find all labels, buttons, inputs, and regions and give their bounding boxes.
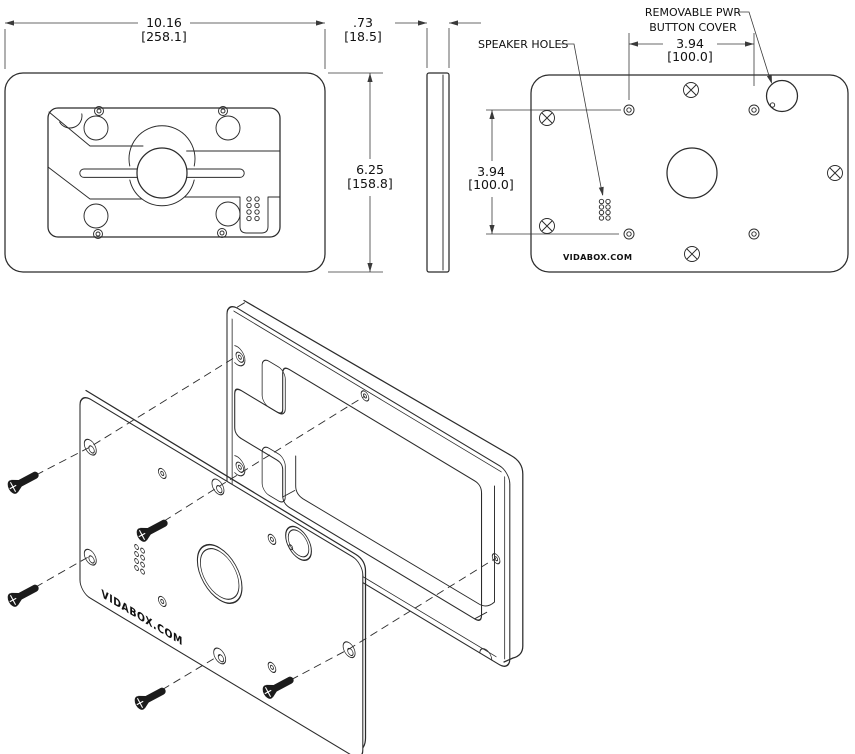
callout-pwr-button-cover: REMOVABLE PWR BUTTON COVER: [645, 6, 772, 84]
screw: [262, 676, 294, 699]
plate-pwr-hole: [285, 525, 312, 561]
enclosure-cable-notch: [479, 648, 493, 661]
dim-spacing-v-in: 3.94: [477, 164, 505, 179]
dim-height-in: 6.25: [356, 162, 384, 177]
plate-vesa-rings: [158, 467, 277, 673]
screw: [134, 687, 166, 710]
back-camera-hole: [666, 147, 718, 199]
front-screw-rings: [93, 106, 228, 239]
exploded-enclosure: [226, 299, 524, 667]
front-standoffs: [59, 113, 241, 229]
dim-spacing-v-mm: [100.0]: [468, 177, 514, 192]
dim-width-in: 10.16: [146, 15, 182, 30]
back-screws: [539, 82, 843, 262]
enclosure-depth-silhouette: [237, 299, 524, 663]
dim-height-mm: [158.8]: [347, 176, 393, 191]
enclosure-face: [226, 305, 511, 667]
dimension-depth: .73 [18.5]: [344, 15, 481, 68]
dim-depth-mm: [18.5]: [344, 29, 382, 44]
enclosure-screw-bosses: [235, 351, 501, 565]
plate-speaker-holes: [134, 543, 145, 575]
dimension-hole-spacing-horizontal: 3.94 [100.0]: [628, 33, 755, 100]
screw: [7, 471, 39, 494]
front-view: [4, 72, 326, 273]
mounting-screws: [7, 471, 294, 710]
front-outer-outline: [4, 72, 326, 273]
brand-text-back: VIDABOX.COM: [563, 252, 632, 262]
back-vesa-holes: [623, 104, 760, 240]
front-camera-boss: [79, 125, 245, 207]
dim-spacing-h-in: 3.94: [676, 36, 704, 51]
dim-depth-in: .73: [353, 15, 373, 30]
front-speaker-holes: [246, 196, 260, 222]
back-view: VIDABOX.COM: [530, 74, 849, 273]
back-pwr-button-cover: [765, 79, 799, 113]
dimension-height: 6.25 [158.8]: [328, 72, 393, 273]
plate-face: [79, 396, 364, 754]
screw: [136, 519, 168, 542]
screw: [7, 584, 39, 607]
front-slot-right: [186, 168, 245, 178]
dimension-width: 10.16 [258.1]: [4, 15, 326, 69]
speaker-holes-label: SPEAKER HOLES: [478, 38, 568, 51]
side-view: [426, 72, 450, 273]
back-outline: [530, 74, 849, 273]
pwr-cover-label-line2: BUTTON COVER: [649, 21, 737, 34]
front-corner-arc: [59, 113, 83, 129]
front-speaker-channel: [184, 196, 281, 234]
dim-spacing-h-mm: [100.0]: [667, 49, 713, 64]
enclosure-opening: [234, 367, 483, 621]
dim-width-mm: [258.1]: [141, 29, 187, 44]
front-camera-hole: [136, 147, 188, 199]
callout-speaker-holes: SPEAKER HOLES: [478, 38, 604, 196]
dimension-hole-spacing-vertical: 3.94 [100.0]: [468, 109, 621, 235]
pwr-cover-label-line1: REMOVABLE PWR: [645, 6, 742, 19]
enclosure-inner-wall: [282, 455, 495, 620]
front-channel-contours: [47, 111, 281, 234]
front-recess-outline: [47, 107, 281, 238]
plate-camera-hole: [196, 543, 243, 604]
side-outline: [426, 72, 450, 273]
front-slot-left: [79, 168, 138, 178]
back-speaker-holes: [598, 198, 611, 221]
